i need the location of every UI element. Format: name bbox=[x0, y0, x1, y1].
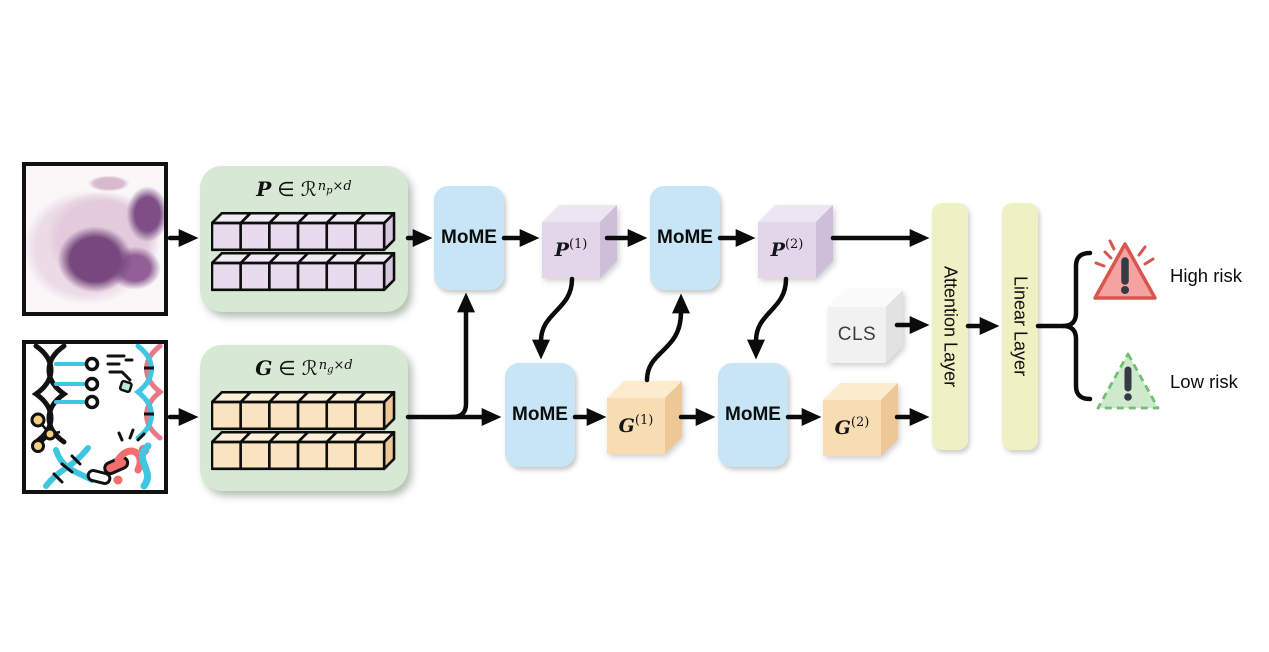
mome-block-pathology-1: MoME bbox=[434, 186, 504, 290]
arrow-p1-down-to-mome-g1 bbox=[532, 276, 575, 360]
cls-cube-label: CLS bbox=[837, 324, 877, 345]
genomics-token-row-2 bbox=[211, 431, 397, 471]
arrow-p2-down-to-mome-g2 bbox=[747, 276, 789, 360]
linear-layer-label: Linear Layer bbox=[1010, 276, 1031, 377]
genomics-input-image bbox=[22, 340, 168, 494]
g1-cube-label: G(1) bbox=[618, 412, 654, 438]
pathology-feature-panel: P ∈ ℛ np×d bbox=[200, 166, 408, 312]
genomics-dna-illustration bbox=[30, 343, 165, 490]
mome-block-genomics-1: MoME bbox=[505, 363, 575, 467]
mome-label: MoME bbox=[512, 404, 568, 425]
p2-feature-cube: P(2) bbox=[758, 205, 833, 278]
g2-feature-cube: G(2) bbox=[823, 383, 898, 456]
mome-block-pathology-2: MoME bbox=[650, 186, 720, 290]
p1-feature-cube: P(1) bbox=[542, 205, 617, 278]
high-risk-alert-triangle-icon bbox=[1093, 239, 1157, 300]
mome-label: MoME bbox=[441, 227, 497, 248]
mome-block-genomics-2: MoME bbox=[718, 363, 788, 467]
mome-label: MoME bbox=[725, 404, 781, 425]
arrow-genomics-branch-to-mome-p1 bbox=[449, 292, 475, 420]
cls-token-cube: CLS bbox=[828, 290, 903, 363]
high-risk-label: High risk bbox=[1170, 265, 1242, 286]
pathology-input-image bbox=[22, 162, 168, 316]
genomics-token-row-1 bbox=[211, 391, 397, 431]
arrow-g1-up-to-mome-p2 bbox=[644, 293, 690, 383]
attention-layer-block: Attention Layer bbox=[932, 203, 968, 450]
low-risk-alert-triangle-icon bbox=[1096, 352, 1160, 410]
p2-cube-label: P(2) bbox=[770, 236, 804, 262]
g1-feature-cube: G(1) bbox=[607, 381, 682, 454]
genomics-matrix-label: G ∈ ℛ ng×d bbox=[255, 356, 353, 380]
pathology-matrix-label: P ∈ ℛ np×d bbox=[256, 177, 352, 201]
mome-label: MoME bbox=[657, 227, 713, 248]
histopathology-slide-image bbox=[26, 166, 164, 312]
pathology-token-row-2 bbox=[211, 252, 397, 292]
low-risk-label: Low risk bbox=[1170, 371, 1238, 392]
attention-layer-label: Attention Layer bbox=[940, 265, 961, 388]
p1-cube-label: P(1) bbox=[554, 236, 588, 262]
g2-cube-label: G(2) bbox=[834, 414, 870, 440]
linear-layer-block: Linear Layer bbox=[1002, 203, 1038, 450]
pathology-token-row-1 bbox=[211, 212, 397, 252]
genomics-feature-panel: G ∈ ℛ ng×d bbox=[200, 345, 408, 491]
